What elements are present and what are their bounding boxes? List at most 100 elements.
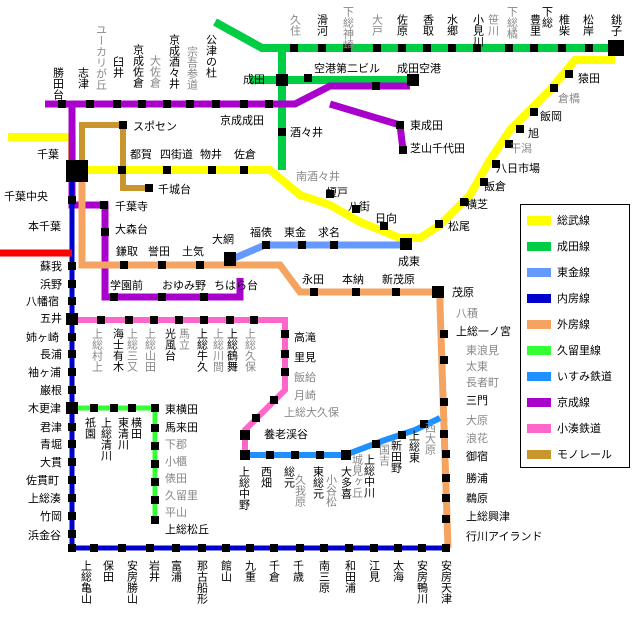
legend-item: いすみ鉄道 bbox=[527, 367, 612, 385]
station-label: 和田浦 bbox=[344, 560, 357, 594]
station-label: 東金 bbox=[284, 225, 306, 239]
station-label: 行川アイランド bbox=[466, 530, 542, 543]
station-label: 千城台 bbox=[158, 182, 191, 196]
station-label: 松岸 bbox=[582, 13, 595, 37]
station-label: 富浦 bbox=[170, 559, 183, 583]
station-label: 臼井 bbox=[112, 55, 125, 79]
keisei-higashi-narita bbox=[328, 100, 407, 151]
station-label: 木更津 bbox=[28, 402, 61, 415]
station-label: 香取 bbox=[422, 14, 435, 37]
station-label: 小見川 bbox=[472, 14, 485, 47]
station-label: ユーカリが丘 bbox=[95, 24, 108, 90]
legend-swatch bbox=[527, 241, 551, 251]
station-label: 蘇我 bbox=[40, 260, 62, 273]
station-label: 上総川間 bbox=[212, 328, 225, 373]
station-label: 京成酒々井 bbox=[168, 33, 181, 90]
station-label: 上総久保 bbox=[244, 328, 257, 373]
station-label: 上総一ノ宮 bbox=[456, 324, 511, 338]
station-label: 松尾 bbox=[448, 219, 470, 233]
station-label: 大多喜 bbox=[340, 465, 353, 499]
station-label: 城見ヶ丘 bbox=[351, 454, 364, 498]
station-label: 上総鶴舞 bbox=[226, 328, 239, 373]
station-label: 大原 bbox=[466, 413, 488, 427]
station-label: 宗吾参道 bbox=[186, 45, 199, 90]
station-label: 四街道 bbox=[160, 147, 193, 161]
station-label: 勝田台 bbox=[52, 66, 65, 100]
station-label: 安房勝山 bbox=[126, 559, 139, 604]
legend-item: 東金線 bbox=[527, 263, 590, 281]
legend-label: 内房線 bbox=[557, 292, 590, 305]
station-label: 京成佐倉 bbox=[132, 43, 145, 89]
station-label: 馬来田 bbox=[165, 421, 198, 434]
station-label: 東成田 bbox=[410, 119, 443, 132]
station-label: 大森台 bbox=[115, 222, 148, 236]
station-label: 国吉 bbox=[378, 444, 391, 467]
station-label: 成田 bbox=[243, 73, 265, 86]
station-label: 成東 bbox=[398, 255, 420, 268]
legend-label: 京成線 bbox=[557, 396, 590, 409]
station-label: 都賀 bbox=[130, 148, 152, 161]
station-label: 下総橘 bbox=[506, 6, 519, 39]
legend-swatch bbox=[527, 397, 551, 407]
station-label: 九重 bbox=[244, 560, 257, 582]
station-label: 久我原 bbox=[294, 474, 307, 507]
station-label: 倉橋 bbox=[558, 91, 580, 105]
station-label: 八日市場 bbox=[496, 161, 540, 175]
station-label: ちはら台 bbox=[214, 278, 258, 292]
legend-label: いすみ鉄道 bbox=[557, 370, 612, 383]
legend-label: 総武線 bbox=[557, 214, 590, 227]
station-label: 本千葉 bbox=[28, 219, 61, 233]
station-label: 五井 bbox=[40, 311, 62, 325]
station-label: 俵田 bbox=[165, 472, 187, 485]
station-label: 那古船形 bbox=[196, 560, 209, 605]
station-label: 大佐倉 bbox=[149, 54, 162, 89]
station-label: 上総山田 bbox=[144, 328, 157, 372]
station-label: 馬立 bbox=[178, 328, 191, 350]
legend-swatch bbox=[527, 371, 551, 381]
station-label: 浜野 bbox=[40, 278, 62, 291]
station-label: 西畑 bbox=[260, 466, 273, 488]
station-label: 猿田 bbox=[578, 71, 600, 85]
station-label: 東浪見 bbox=[466, 343, 499, 357]
station-label: 下総神崎 bbox=[342, 6, 355, 50]
station-label: 上総三又 bbox=[126, 328, 139, 372]
station-label: 榎戸 bbox=[326, 185, 348, 199]
legend-item: 成田線 bbox=[527, 237, 590, 255]
station-label: 豊里 bbox=[529, 14, 542, 36]
station-label: 上総東 bbox=[408, 430, 421, 464]
station-label: 上総大久保 bbox=[284, 405, 339, 419]
station-label: おゆみ野 bbox=[162, 279, 206, 292]
station-label: 南三原 bbox=[318, 560, 331, 593]
station-label: 大網 bbox=[212, 232, 234, 246]
station-label: 長者町 bbox=[466, 376, 499, 389]
station-label: 東清川 bbox=[117, 417, 130, 450]
station-label: 上総亀山 bbox=[80, 560, 93, 604]
legend-swatch bbox=[527, 215, 551, 225]
station-label: 平山 bbox=[165, 506, 187, 519]
station-label: 椎柴 bbox=[558, 13, 571, 36]
station-label: 本納 bbox=[342, 272, 364, 286]
station-label: 西大原 bbox=[424, 422, 437, 455]
station-label: 飯倉 bbox=[484, 179, 506, 193]
station-label: 勝浦 bbox=[466, 471, 488, 485]
station-label: 高滝 bbox=[294, 330, 316, 344]
legend-swatch bbox=[527, 293, 551, 303]
station-label: 八街 bbox=[348, 199, 370, 213]
station-label: 久住 bbox=[289, 14, 302, 36]
station-label: 志津 bbox=[77, 67, 90, 89]
station-label: 干潟 bbox=[510, 142, 532, 155]
legend-swatch bbox=[527, 267, 551, 277]
station-label: 館山 bbox=[220, 559, 233, 582]
legend: 総武線 成田線 東金線 内房線 外房線 久留里線 いすみ鉄道 京成線 小湊鉄道 … bbox=[520, 204, 630, 468]
station-label: 小谷松 bbox=[325, 474, 338, 507]
station-label: 横芝 bbox=[466, 197, 488, 211]
narita-line bbox=[213, 18, 615, 52]
station-label: 上総牛久 bbox=[196, 328, 209, 373]
station-label: 三門 bbox=[466, 394, 488, 407]
station-label: 空港第二ビル bbox=[314, 61, 380, 75]
station-label: 上総村上 bbox=[91, 328, 104, 372]
station-label: 千葉 bbox=[37, 147, 59, 161]
station-label: 南酒々井 bbox=[296, 169, 340, 183]
station-label: 養老渓谷 bbox=[264, 427, 308, 441]
station-label: スポセン bbox=[133, 120, 177, 133]
